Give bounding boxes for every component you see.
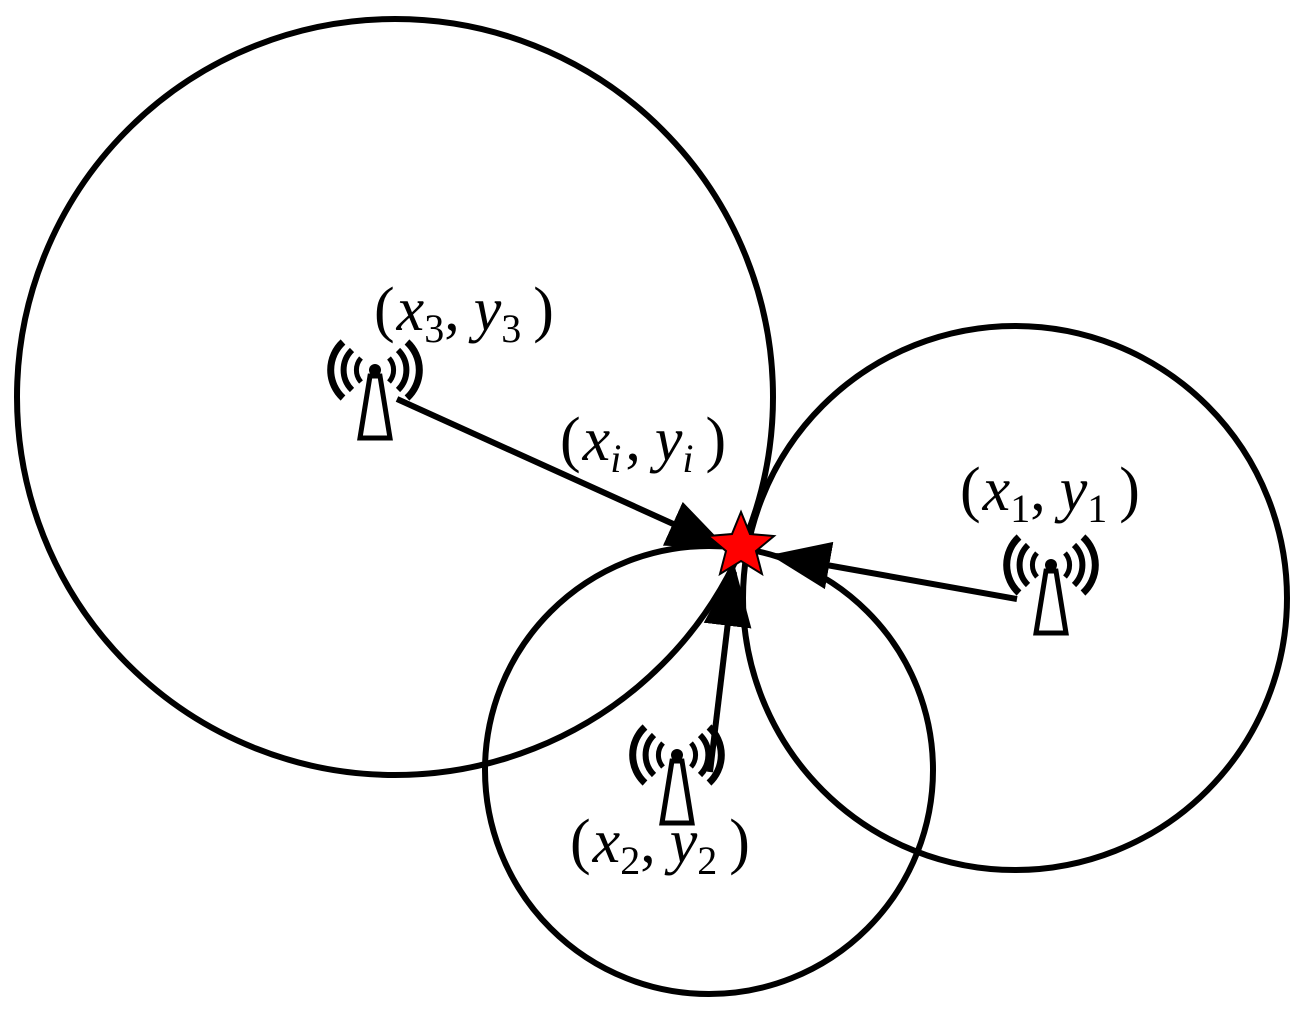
station-1-label: (x1,y1)	[960, 456, 1140, 531]
range-arrow-3	[395, 396, 728, 549]
target-label: (xi,yi)	[560, 406, 726, 481]
range-circle-3	[14, 16, 776, 778]
wireless-tower-icon	[1007, 537, 1096, 633]
red-star-icon	[705, 509, 777, 577]
wireless-tower-icon	[331, 342, 420, 438]
range-arrow-1	[770, 541, 1018, 602]
station-3-label: (x3,y3)	[374, 276, 554, 351]
station-2-label: (x2,y2)	[570, 808, 750, 883]
